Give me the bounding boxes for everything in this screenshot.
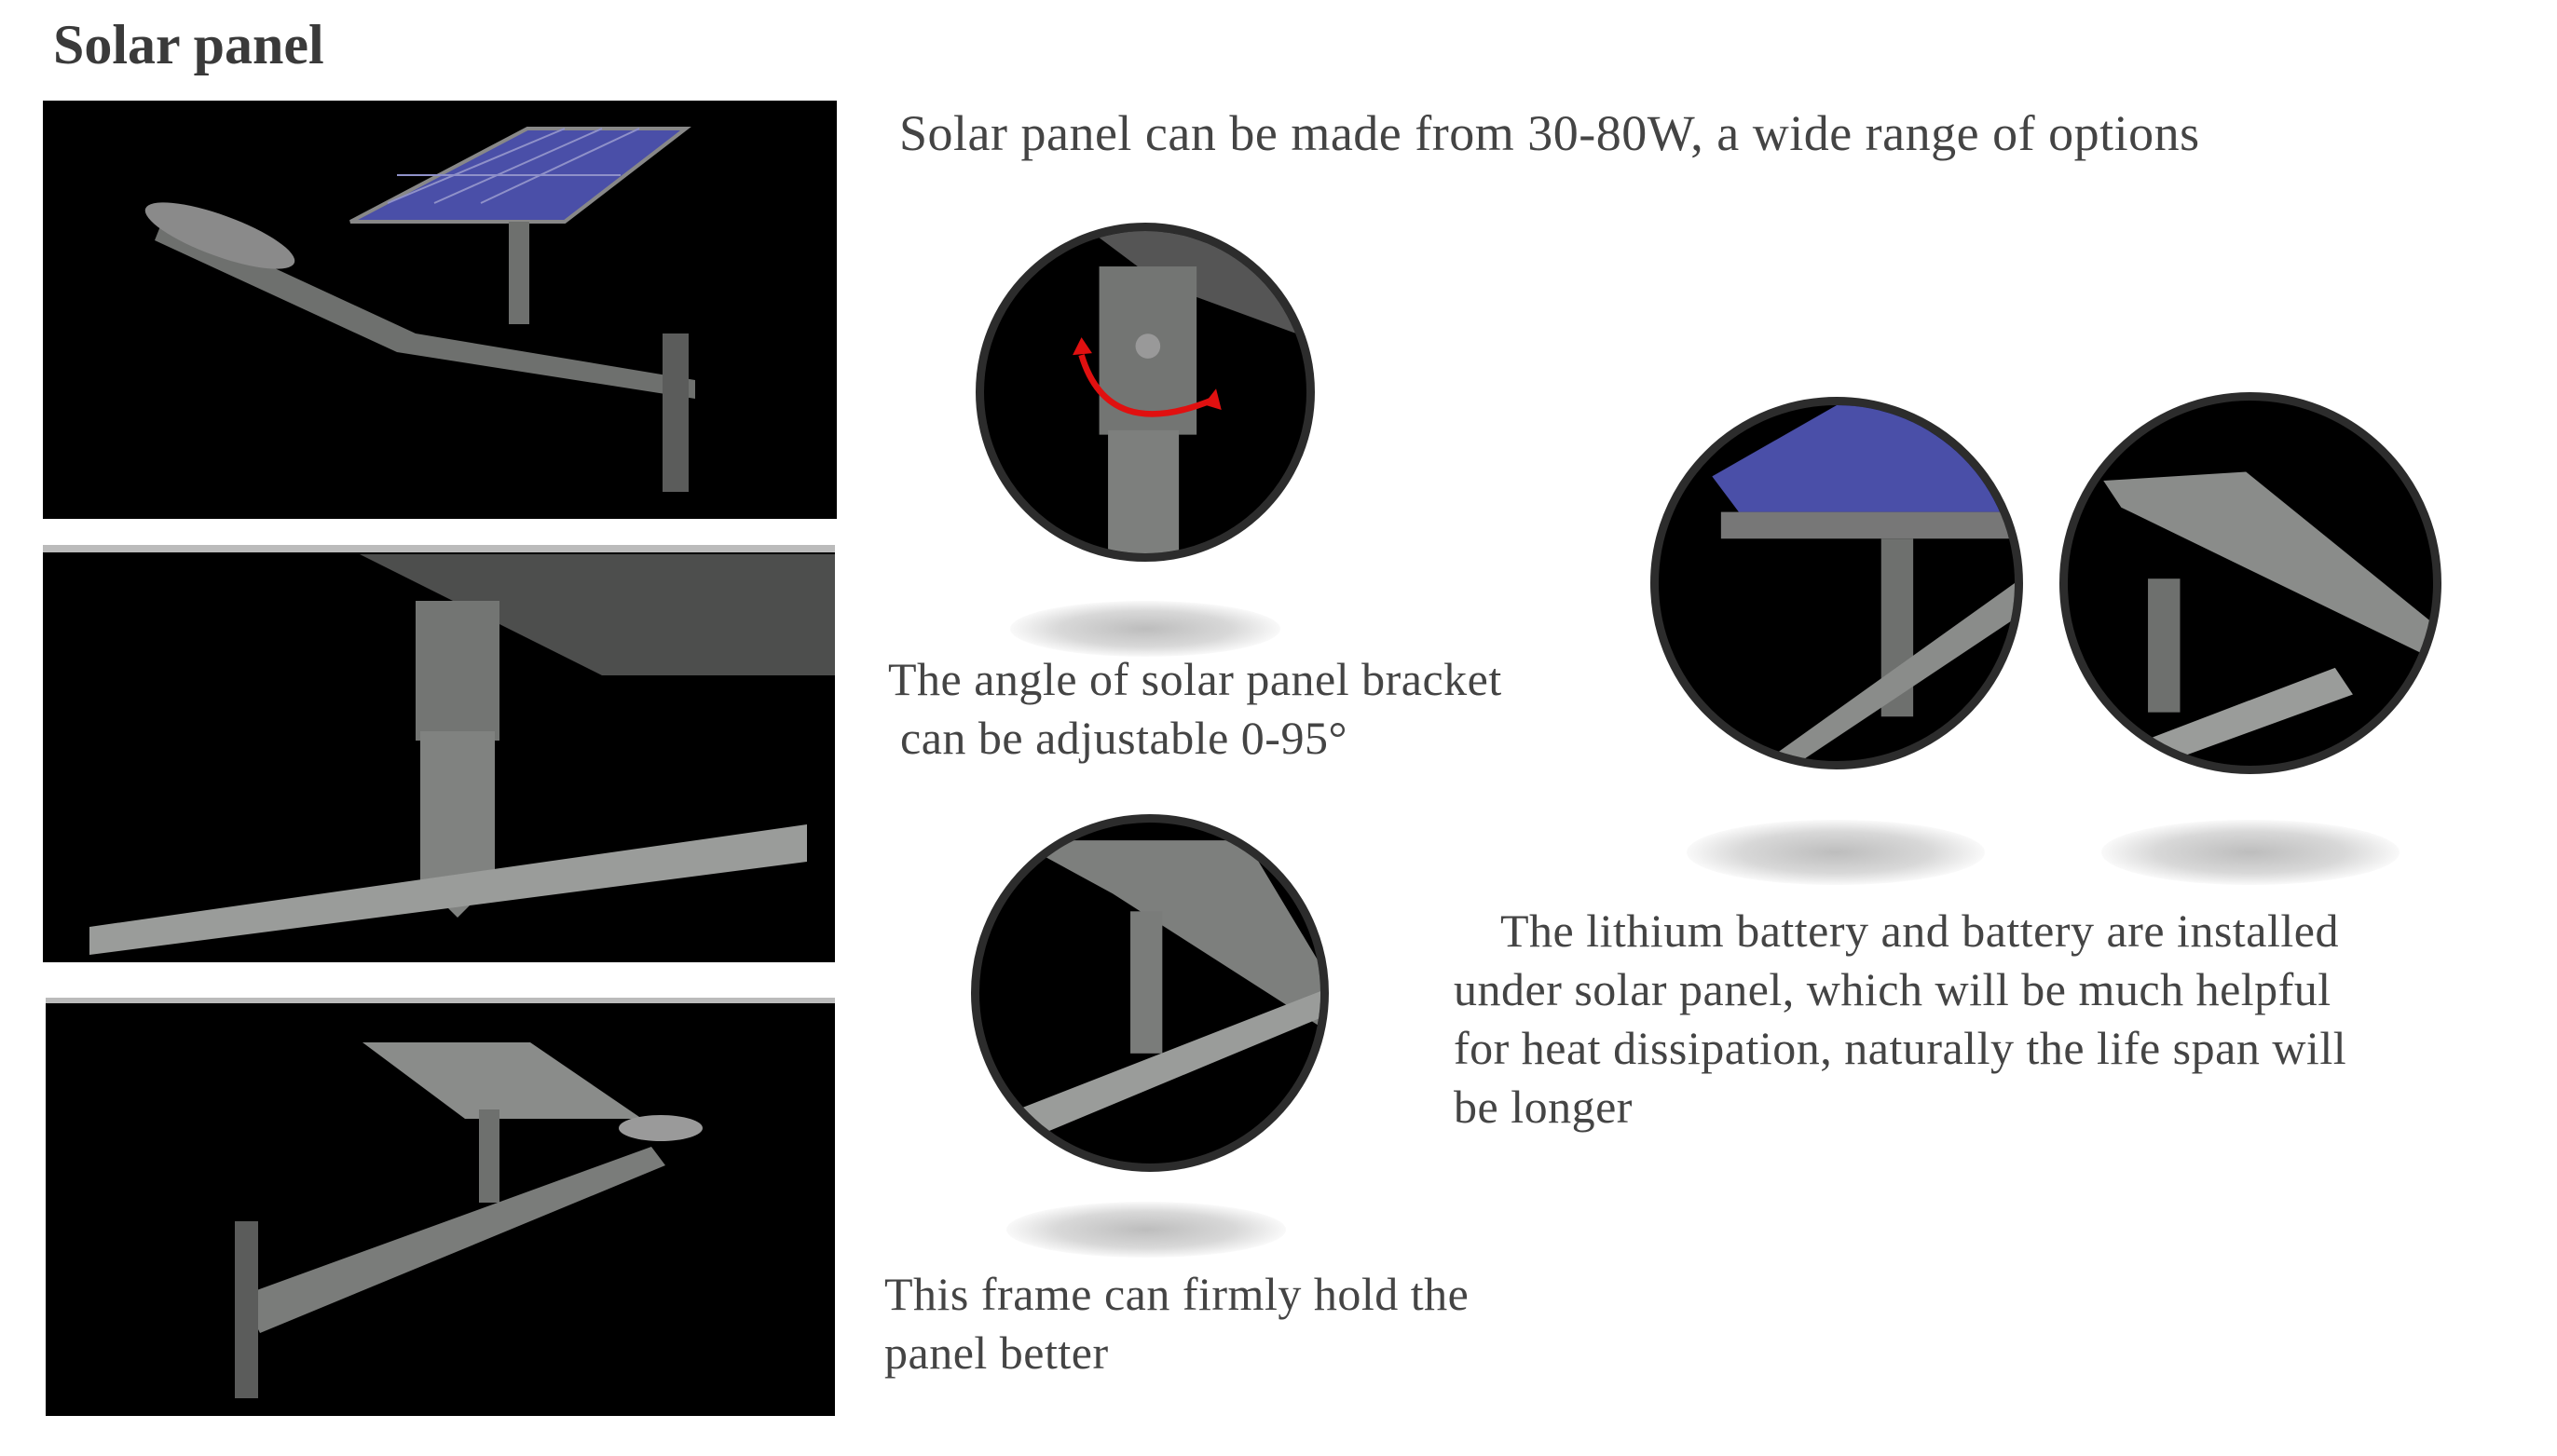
battery-circle-left [1650,397,2023,769]
battery-line-2: under solar panel, which will be much he… [1454,963,2331,1015]
angle-text: The angle of solar panel bracket can be … [888,650,1502,768]
circle-shadow [2101,820,2400,885]
circle-shadow [1006,1202,1286,1258]
frame-circle [971,814,1329,1172]
angle-line-1: The angle of solar panel bracket [888,653,1502,705]
frame-text: This frame can firmly hold the panel bet… [884,1265,1469,1382]
bracket-angle-circle [976,223,1315,562]
rotate-arrow-icon [1078,354,1216,417]
battery-line-3: for heat dissipation, naturally the life… [1454,1022,2347,1074]
lamp-overview-photo [43,101,837,519]
frame-line-2: panel better [884,1327,1109,1379]
battery-text: The lithium battery and battery are inst… [1454,902,2346,1136]
lamp-rear-photo [46,998,835,1416]
battery-line-4: be longer [1454,1081,1633,1133]
circle-shadow [1010,601,1280,657]
battery-circle-right [2059,392,2441,774]
options-text: Solar panel can be made from 30-80W, a w… [899,105,2200,161]
angle-line-2: can be adjustable 0-95° [888,712,1347,764]
bracket-closeup-photo [43,545,835,962]
circle-shadow [1687,820,1985,885]
frame-line-1: This frame can firmly hold the [884,1268,1470,1320]
page-title: Solar panel [53,14,324,75]
battery-line-1: The lithium battery and battery are inst… [1500,905,2339,957]
